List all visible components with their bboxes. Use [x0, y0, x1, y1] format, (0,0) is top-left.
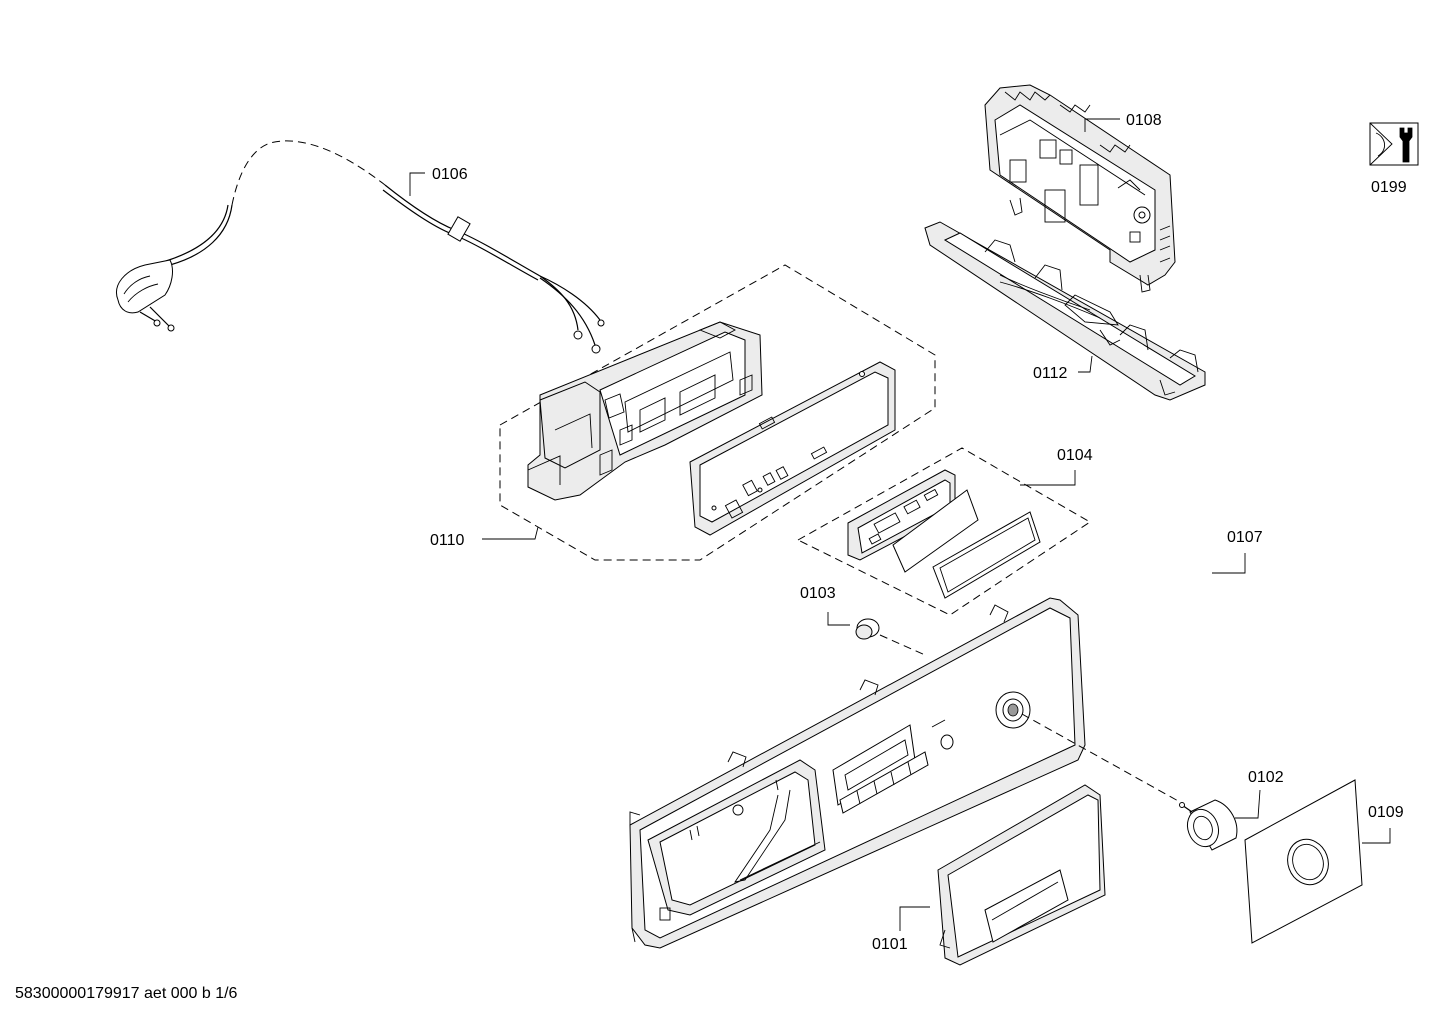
- label-0110: 0110: [430, 532, 465, 549]
- control-panel-fascia[interactable]: [629, 597, 1086, 949]
- drawer-handle-part[interactable]: [937, 784, 1106, 966]
- module-bracket-part[interactable]: [924, 221, 1206, 401]
- label-0199: 0199: [1371, 179, 1407, 196]
- document-id: 58300000179917 aet 000 b 1/6: [15, 985, 238, 1002]
- rotary-knob-part[interactable]: [1179, 799, 1238, 851]
- label-0109: 0109: [1368, 804, 1404, 821]
- label-0108: 0108: [1126, 112, 1162, 129]
- label-0107: 0107: [1227, 529, 1263, 546]
- control-module-group[interactable]: [499, 264, 936, 561]
- decor-plate-part[interactable]: [1244, 779, 1363, 944]
- button-cap-part[interactable]: [855, 618, 926, 656]
- label-0101: 0101: [872, 936, 908, 953]
- label-0106: 0106: [432, 166, 468, 183]
- label-0112: 0112: [1033, 365, 1068, 382]
- display-group[interactable]: [796, 447, 1091, 616]
- label-0102: 0102: [1248, 769, 1284, 786]
- label-0104: 0104: [1057, 447, 1093, 464]
- wrench-icon[interactable]: [1369, 122, 1419, 166]
- label-0103: 0103: [800, 585, 836, 602]
- electronic-module-part[interactable]: [984, 84, 1176, 293]
- power-cable-part[interactable]: [116, 140, 605, 354]
